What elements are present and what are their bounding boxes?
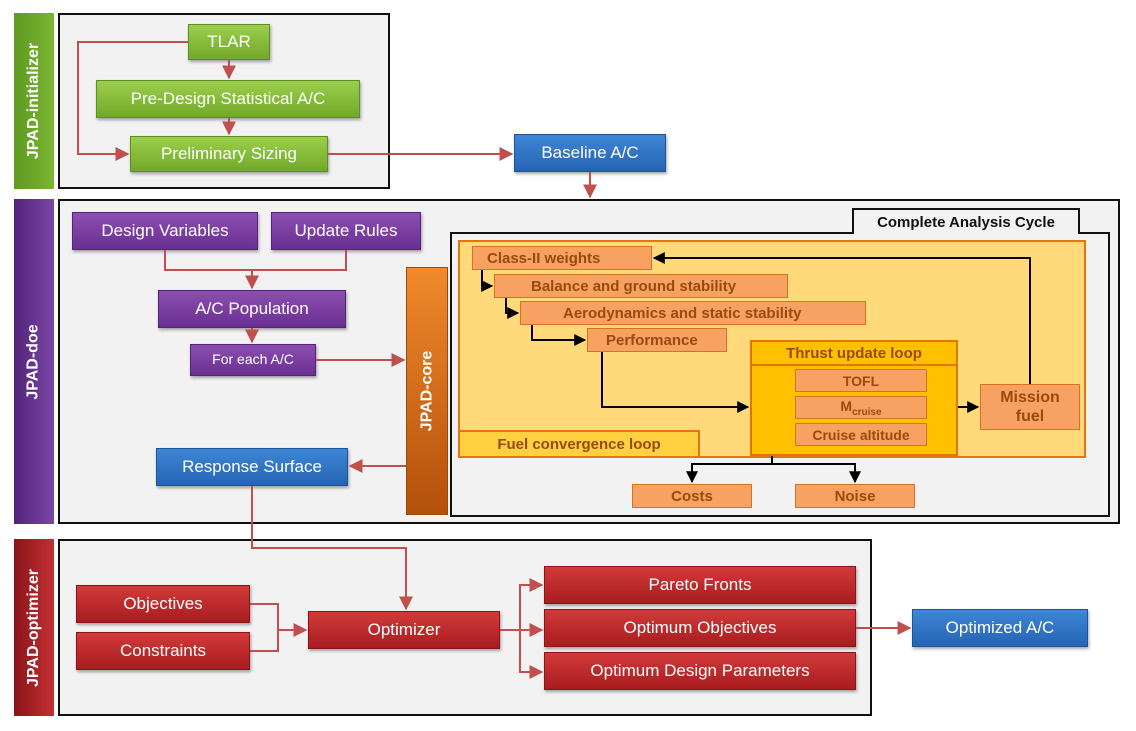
arrow-performance-thrust: [601, 352, 750, 413]
arrow-objectives-optimizer: [250, 603, 308, 637]
analysis-cycle-title: Complete Analysis Cycle: [877, 213, 1055, 231]
preliminary-sizing-box: Preliminary Sizing: [130, 136, 328, 172]
optimizer-box: Optimizer: [308, 611, 500, 649]
baseline-ac-text: Baseline A/C: [541, 142, 639, 162]
predesign-box: Pre-Design Statistical A/C: [96, 80, 360, 118]
response-surface-box: Response Surface: [156, 448, 348, 486]
core-side-label: JPAD-core: [406, 267, 448, 515]
class2-weights-text: Class-II weights: [487, 249, 601, 267]
optimized-ac-box: Optimized A/C: [912, 609, 1088, 647]
optimum-objectives-box: Optimum Objectives: [544, 609, 856, 647]
optimizer-side-label: JPAD-optimizer: [14, 539, 54, 716]
doe-side-label: JPAD-doe: [14, 199, 54, 524]
arrow-variables-population: [164, 250, 347, 288]
design-variables-text: Design Variables: [101, 220, 229, 240]
baseline-ac-box: Baseline A/C: [514, 134, 666, 172]
constraints-box: Constraints: [76, 632, 250, 670]
class2-weights-box: Class-II weights: [472, 246, 652, 270]
ac-population-text: A/C Population: [195, 298, 309, 318]
arrow-optimizer-params: [519, 630, 544, 679]
mcruise-text: Mcruise: [840, 398, 881, 418]
update-rules-text: Update Rules: [294, 220, 398, 240]
response-surface-text: Response Surface: [182, 456, 322, 476]
objectives-box: Objectives: [76, 585, 250, 623]
arrow-aero-performance: [531, 325, 587, 346]
mission-fuel-box: Mission fuel: [980, 384, 1080, 430]
noise-box: Noise: [795, 484, 915, 508]
tofl-box: TOFL: [795, 369, 927, 392]
noise-text: Noise: [834, 487, 876, 505]
mcruise-box: Mcruise: [795, 396, 927, 419]
arrow-tlar-sizing-loop: [77, 41, 188, 161]
optimizer-text: Optimizer: [367, 619, 441, 639]
update-rules-box: Update Rules: [271, 212, 421, 250]
arrow-balance-aero: [505, 298, 520, 319]
optimum-design-parameters-text: Optimum Design Parameters: [590, 660, 810, 680]
aerodynamics-text: Aerodynamics and static stability: [563, 304, 802, 322]
aerodynamics-box: Aerodynamics and static stability: [520, 301, 866, 325]
mission-fuel-text-2: fuel: [1015, 408, 1045, 425]
arrow-constraints-optimizer: [250, 630, 279, 652]
constraints-text: Constraints: [120, 640, 206, 660]
predesign-text: Pre-Design Statistical A/C: [130, 88, 326, 108]
pareto-fronts-text: Pareto Fronts: [648, 574, 752, 594]
initializer-side-label: JPAD-initializer: [14, 13, 54, 189]
arrow-class2-balance: [481, 270, 494, 292]
performance-text: Performance: [606, 331, 698, 349]
balance-stability-box: Balance and ground stability: [494, 274, 788, 298]
performance-box: Performance: [587, 328, 727, 352]
optimum-objectives-text: Optimum Objectives: [623, 617, 777, 637]
mission-fuel-text-1: Mission: [1000, 388, 1060, 406]
pareto-fronts-box: Pareto Fronts: [544, 566, 856, 604]
arrow-thrust-noise: [772, 463, 861, 484]
cruise-altitude-text: Cruise altitude: [812, 426, 910, 443]
arrow-thrust-costs: [686, 456, 773, 484]
tlar-box: TLAR: [188, 24, 270, 60]
for-each-ac-box: For each A/C: [190, 344, 316, 376]
tlar-text: TLAR: [207, 31, 251, 51]
mcruise-sub: cruise: [852, 406, 882, 418]
tofl-text: TOFL: [842, 372, 880, 389]
thrust-loop-label-box: Thrust update loop: [750, 340, 958, 366]
costs-box: Costs: [632, 484, 752, 508]
optimum-design-parameters-box: Optimum Design Parameters: [544, 652, 856, 690]
fuel-convergence-label-box: Fuel convergence loop: [458, 430, 700, 458]
cruise-altitude-box: Cruise altitude: [795, 423, 927, 446]
balance-stability-text: Balance and ground stability: [531, 277, 737, 295]
objectives-text: Objectives: [123, 593, 203, 613]
arrow-mission-class2: [652, 252, 1031, 384]
optimized-ac-text: Optimized A/C: [945, 617, 1055, 637]
preliminary-sizing-text: Preliminary Sizing: [160, 143, 298, 163]
thrust-loop-label: Thrust update loop: [786, 344, 922, 362]
design-variables-box: Design Variables: [72, 212, 258, 250]
for-each-ac-text: For each A/C: [212, 351, 294, 368]
analysis-cycle-title-tab: Complete Analysis Cycle: [852, 208, 1080, 234]
fuel-convergence-label: Fuel convergence loop: [497, 435, 661, 453]
arrow-optimizer-pareto: [500, 578, 544, 631]
mcruise-main: M: [840, 397, 853, 414]
arrow-response-optimizer: [251, 486, 413, 611]
costs-text: Costs: [671, 487, 713, 505]
